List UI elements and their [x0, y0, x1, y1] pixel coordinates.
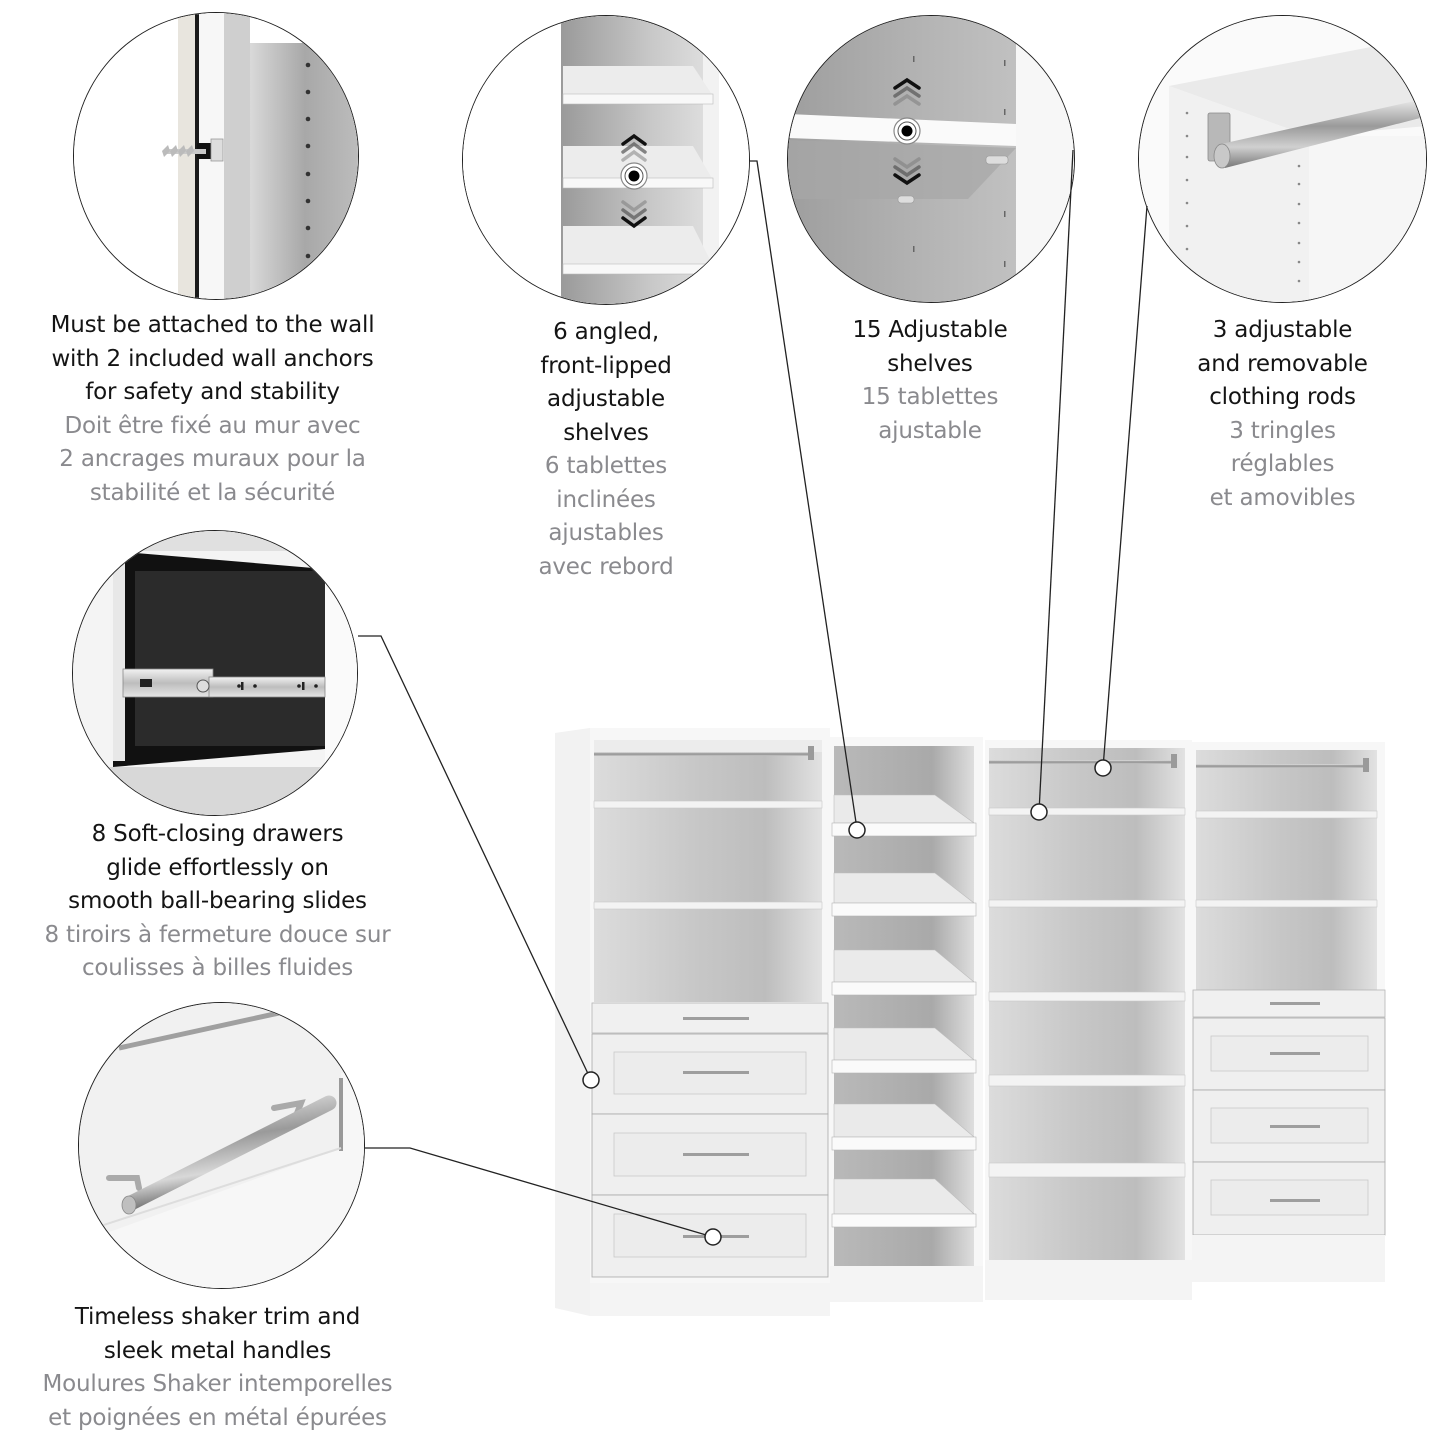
caption-en-line: Must be attached to the wall — [50, 312, 375, 338]
shaker-handles-caption: Timeless shaker trim and sleek metal han… — [5, 1301, 430, 1435]
caption-en-line: sleek metal handles — [103, 1337, 332, 1364]
caption-fr-line: réglables — [1230, 451, 1335, 477]
caption-fr-line: inclinées — [556, 486, 656, 513]
wall-anchor-screw-icon — [74, 13, 358, 299]
unit-drawer-left — [555, 728, 830, 1316]
wall-anchor-caption: Must be attached to the wall with 2 incl… — [10, 309, 415, 510]
caption-en-line: smooth ball-bearing slides — [68, 888, 367, 914]
caption-fr-line: ajustables — [548, 520, 664, 546]
caption-fr-line: 6 tablettes — [544, 453, 668, 479]
caption-fr-line: coulisses à billes fluides — [81, 955, 354, 981]
caption-fr-line: et poignées en métal épurées — [48, 1404, 387, 1431]
caption-fr-line: 15 tablettes — [861, 384, 999, 410]
caption-fr-line: stabilité et la sécurité — [89, 479, 336, 506]
angled-shelf-adjust-icon — [463, 16, 749, 304]
caption-en-line: with 2 included wall anchors — [51, 345, 374, 372]
angled-shelves-detail-circle — [462, 15, 750, 305]
caption-fr-line: avec rebord — [538, 553, 674, 580]
caption-en-line: Timeless shaker trim and — [74, 1304, 361, 1330]
caption-en-line: clothing rods — [1209, 384, 1356, 410]
unit-angled-shelves — [830, 737, 983, 1302]
caption-en-line: adjustable — [547, 386, 665, 412]
soft-close-drawers-caption: 8 Soft-closing drawers glide effortlessl… — [5, 818, 430, 986]
adjustable-shelves-caption: 15 Adjustable shelves 15 tablettes ajust… — [820, 314, 1040, 448]
caption-fr-line: Doit être fixé au mur avec — [64, 412, 361, 439]
angled-shelves-caption: 6 angled, front-lipped adjustable shelve… — [506, 316, 706, 584]
caption-fr-line: 3 tringles — [1229, 417, 1336, 444]
caption-fr-line: 2 ancrages muraux pour la — [59, 446, 366, 472]
clothing-rod-detail-circle — [1138, 15, 1427, 303]
caption-en-line: for safety and stability — [85, 379, 340, 405]
caption-en-line: and removable — [1197, 350, 1368, 377]
caption-fr-line: Moulures Shaker intemporelles — [42, 1371, 393, 1397]
clothing-rods-caption: 3 adjustable and removable clothing rods… — [1160, 314, 1405, 515]
caption-en-line: 15 Adjustable — [852, 317, 1008, 343]
caption-en-line: 3 adjustable — [1212, 317, 1353, 343]
caption-en-line: front-lipped — [540, 352, 672, 379]
unit-open-shelves — [985, 740, 1192, 1300]
unit-drawer-right — [1192, 742, 1386, 1282]
caption-fr-line: et amovibles — [1209, 484, 1356, 511]
caption-en-line: shelves — [563, 419, 649, 446]
metal-handle-icon — [79, 1003, 364, 1288]
caption-fr-line: 8 tiroirs à fermeture douce sur — [44, 921, 391, 948]
caption-fr-line: ajustable — [878, 417, 982, 444]
caption-en-line: glide effortlessly on — [106, 854, 329, 881]
caption-en-line: 8 Soft-closing drawers — [91, 821, 344, 847]
wall-anchor-detail-circle — [73, 12, 359, 300]
metal-handle-detail-circle — [78, 1002, 365, 1289]
caption-en-line: shelves — [887, 350, 973, 377]
caption-en-line: 6 angled, — [553, 319, 659, 345]
